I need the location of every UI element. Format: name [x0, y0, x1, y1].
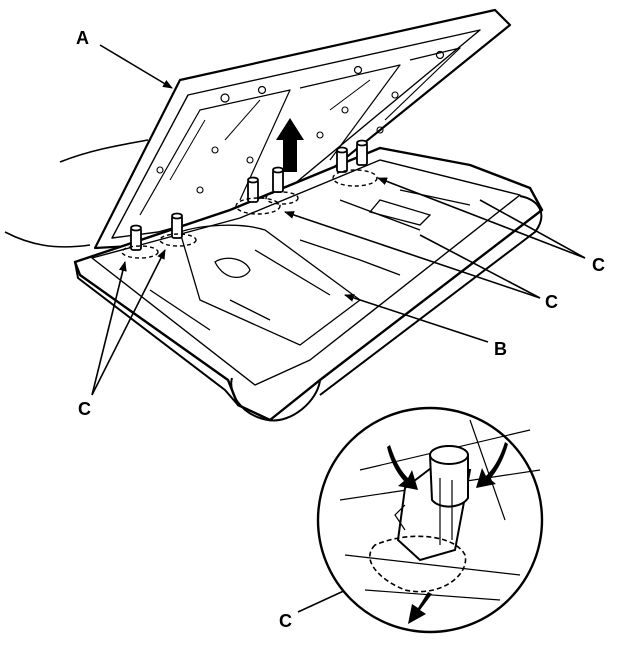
- up-arrow-icon: [276, 118, 304, 172]
- hook-pin-left-2: [171, 212, 183, 239]
- seat-cushion-frame: [73, 146, 544, 422]
- hook-pin-right-2: [356, 139, 368, 166]
- hook-pin-left-1: [130, 224, 142, 251]
- callout-a-seat-back: A: [76, 28, 89, 48]
- rotate-arrow-icon: [387, 442, 508, 490]
- hand-outline: [4, 231, 91, 248]
- callout-c-right-lower: C: [545, 292, 558, 312]
- seat-cushion-pad: [149, 189, 471, 346]
- hand-outline: [59, 139, 149, 163]
- leader-lines: [91, 44, 586, 613]
- down-arrow-icon: [408, 592, 432, 624]
- callout-c-right-upper: C: [592, 255, 605, 275]
- hook-pin-center-1: [247, 176, 259, 203]
- hook-pin-right-1: [336, 146, 348, 173]
- callout-c-left: C: [78, 399, 91, 419]
- callout-b-seat-cushion: B: [494, 339, 507, 359]
- callout-c-detail: C: [279, 611, 292, 631]
- hook-pin-center-2: [272, 166, 284, 193]
- detail-view: [316, 406, 544, 634]
